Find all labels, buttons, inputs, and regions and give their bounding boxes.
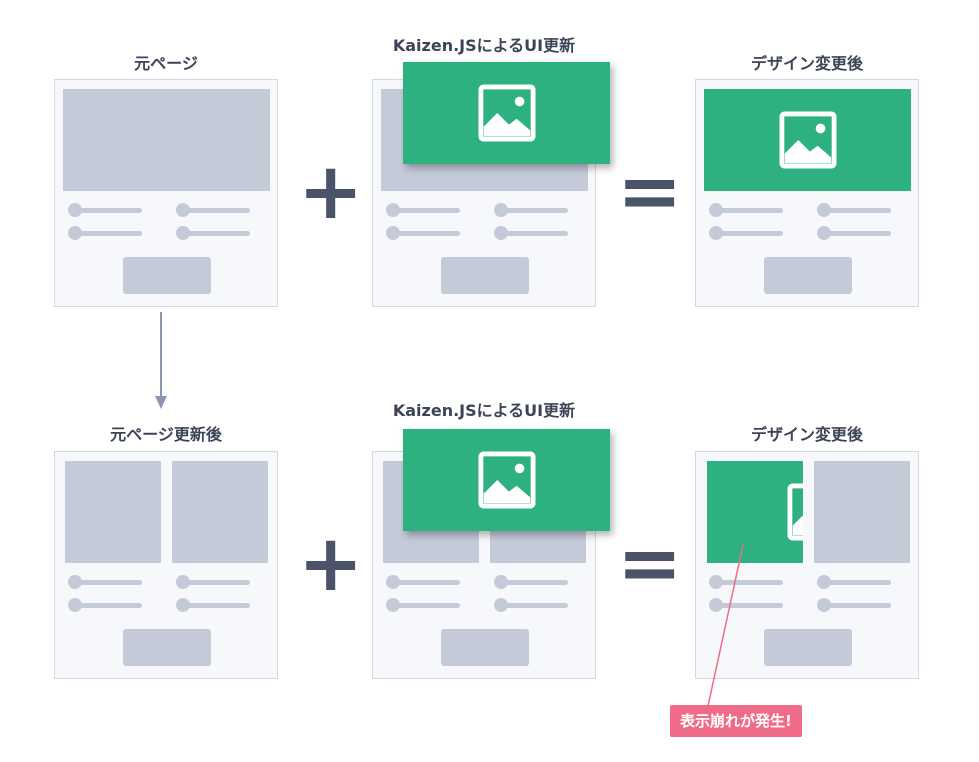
list-bullet [494,226,508,240]
list-line [828,231,891,236]
list-line [187,580,250,585]
list-line [828,208,891,213]
image-icon [478,84,536,142]
list-line [79,580,142,585]
list-bullet [386,575,400,589]
button-placeholder [441,629,529,666]
list-line [828,580,891,585]
list-line [79,231,142,236]
list-bullet [386,226,400,240]
wireframe-original-page [54,79,278,307]
list-bullet [176,598,190,612]
image-placeholder-right [814,461,910,563]
list-line [720,231,783,236]
list-bullet [494,575,508,589]
list-bullet [817,203,831,217]
list-bullet [817,598,831,612]
label-after-design-bottom: デザイン変更後 [750,425,863,444]
label-original-page-updated: 元ページ更新後 [110,425,222,444]
list-bullet [386,598,400,612]
list-line [397,231,460,236]
list-bullet [68,203,82,217]
list-bullet [709,203,723,217]
label-kaizen-ui-bottom: Kaizen.JSによるUI更新 [392,401,576,420]
label-after-design-top: デザイン変更後 [750,54,863,73]
list-bullet [176,226,190,240]
list-bullet [494,598,508,612]
list-bullet [817,226,831,240]
button-placeholder [123,257,211,294]
plus-operator: + [298,519,364,609]
list-line [79,603,142,608]
list-bullet [386,203,400,217]
list-line [187,208,250,213]
image-placeholder-right [172,461,268,563]
button-placeholder [764,257,852,294]
kaizen-ui-image-block [403,429,610,531]
broken-image-block [707,461,803,563]
wireframe-original-page-updated [54,451,278,679]
list-bullet [68,598,82,612]
list-line [187,603,250,608]
list-bullet [494,203,508,217]
plus-operator: + [298,147,364,237]
wireframe-after-design-broken [695,451,919,679]
list-line [720,580,783,585]
list-line [397,603,460,608]
button-placeholder [441,257,529,294]
equals-operator: = [617,147,683,237]
button-placeholder [123,629,211,666]
equals-operator: = [617,519,683,609]
label-kaizen-ui-top: Kaizen.JSによるUI更新 [392,36,576,55]
down-arrow-icon [155,312,167,409]
kaizen-ui-image-block [403,62,610,164]
hero-placeholder [63,89,270,191]
list-line [397,208,460,213]
wireframe-after-design-top [695,79,919,307]
updated-image-block [704,89,911,191]
list-bullet [68,226,82,240]
image-icon-cropped [787,483,803,541]
list-line [505,580,568,585]
list-bullet [709,226,723,240]
image-placeholder-left [65,461,161,563]
list-line [187,231,250,236]
list-line [828,603,891,608]
label-original-page: 元ページ [134,54,198,73]
list-bullet [817,575,831,589]
list-line [79,208,142,213]
list-line [397,580,460,585]
image-icon [779,111,837,169]
list-line [505,603,568,608]
list-line [720,208,783,213]
list-line [505,208,568,213]
image-icon [478,451,536,509]
list-line [720,603,783,608]
layout-broken-callout: 表示崩れが発生! [670,705,802,737]
list-bullet [176,203,190,217]
list-line [505,231,568,236]
button-placeholder [764,629,852,666]
list-bullet [68,575,82,589]
list-bullet [176,575,190,589]
